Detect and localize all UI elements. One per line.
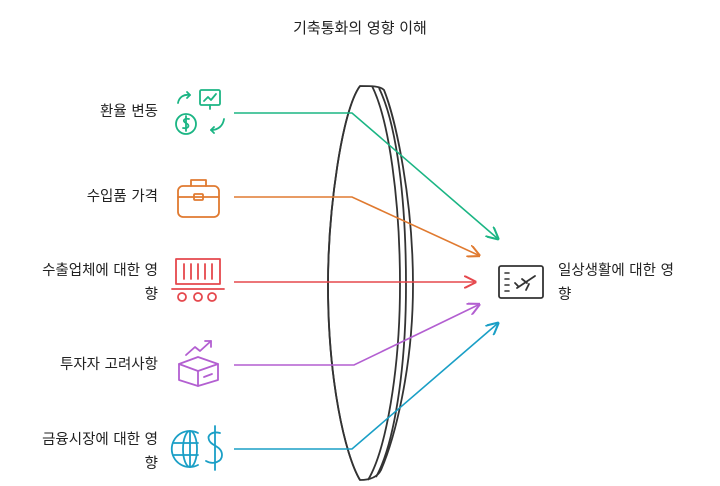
connector-financial-market	[234, 324, 497, 450]
label-exporter-impact-line2: 향	[144, 287, 158, 303]
label-financial-market-line1: 금융시장에 대한 영	[42, 432, 158, 448]
diagram-title: 기축통화의 영향 이해	[293, 19, 427, 37]
briefcase-icon	[177, 179, 220, 218]
label-daily-life-line1: 일상생활에 대한 영	[558, 263, 674, 279]
connector-import-price	[234, 196, 478, 255]
lens-icon	[327, 85, 414, 481]
label-investor-considerations: 투자자 고려사항	[60, 357, 158, 373]
label-exporter-impact-line1: 수출업체에 대한 영	[42, 263, 158, 279]
global-finance-icon	[170, 425, 223, 471]
flight-ticket-icon	[498, 265, 544, 299]
label-daily-life-line2: 향	[558, 287, 572, 303]
connector-exchange-rate	[234, 112, 497, 238]
currency-exchange-icon	[175, 89, 225, 135]
label-exchange-rate: 환율 변동	[100, 104, 158, 120]
investment-box-icon	[178, 340, 219, 387]
label-import-price: 수입품 가격	[86, 189, 158, 205]
connector-investor-considerations	[234, 305, 478, 366]
label-financial-market-line2: 향	[144, 456, 158, 472]
shipping-container-icon	[171, 258, 225, 302]
